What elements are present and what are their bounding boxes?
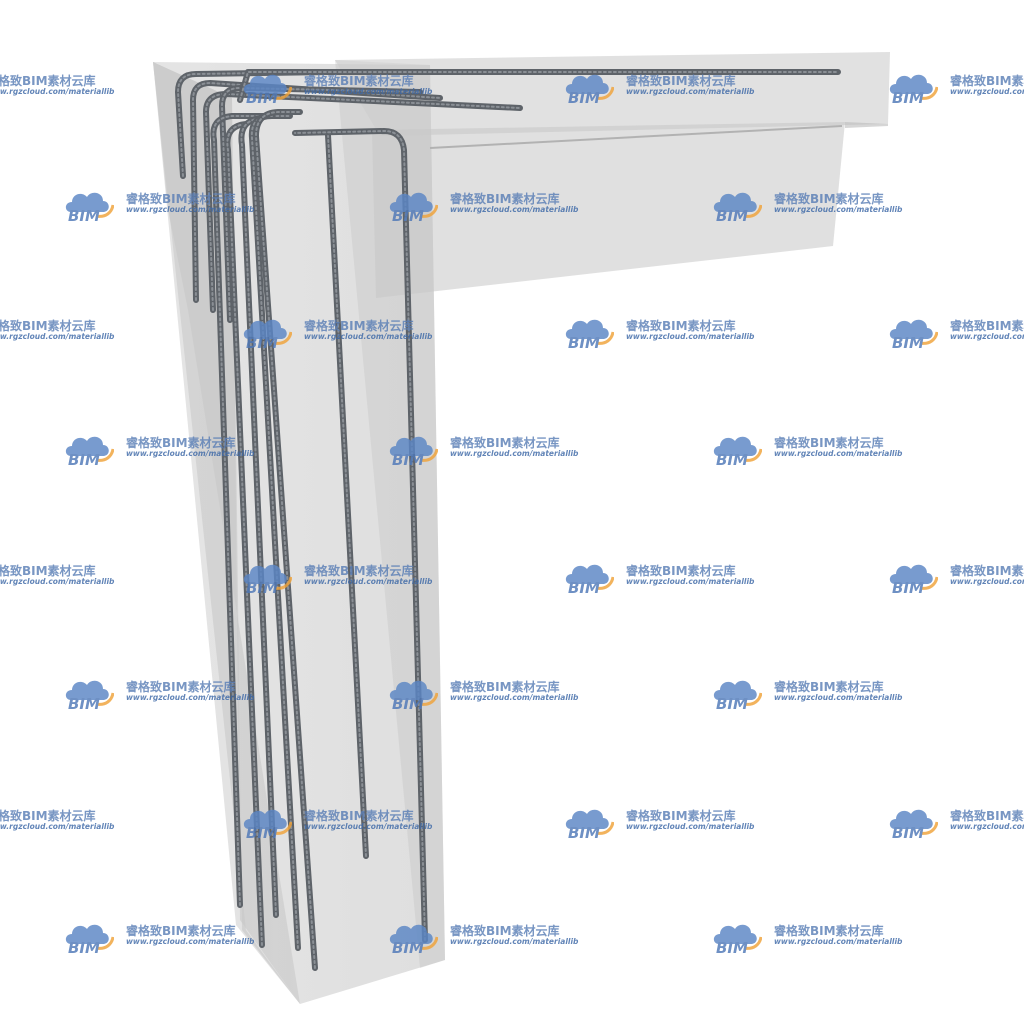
rebar-4-ribs xyxy=(221,87,421,321)
beam-end-face xyxy=(845,122,888,128)
rebar-9-ribs xyxy=(255,111,316,969)
concrete-beam xyxy=(335,52,890,298)
rebar-10-ribs xyxy=(327,134,367,857)
rebar-2-ribs xyxy=(192,82,441,301)
rebar-11-ribs xyxy=(294,130,426,941)
rebar-12-ribs xyxy=(239,71,839,101)
rebar-1-ribs xyxy=(177,71,331,177)
rebar-6-ribs xyxy=(226,123,263,946)
beam-edge-line xyxy=(429,125,843,149)
column-main-face xyxy=(153,62,445,1004)
rebar-3-ribs xyxy=(205,93,521,311)
rebar-5-ribs xyxy=(212,115,291,906)
rebar-cage xyxy=(175,69,841,971)
beam-front-face xyxy=(372,122,845,298)
